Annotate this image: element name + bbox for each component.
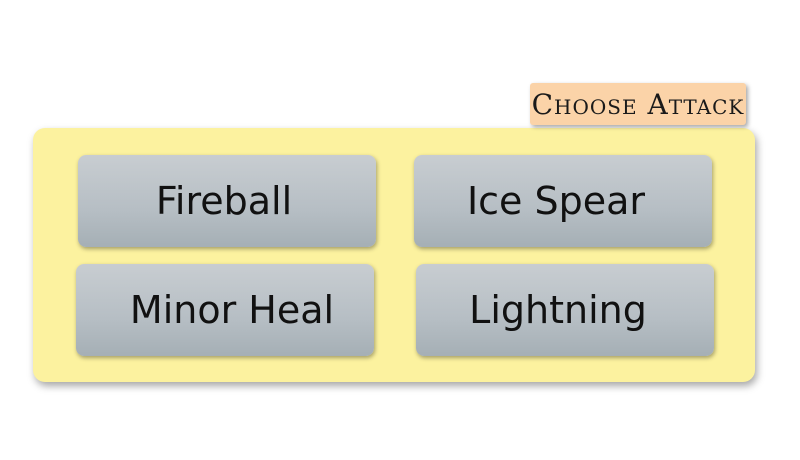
- attack-button-label: Lightning: [469, 288, 647, 332]
- attack-button-label: Ice Spear: [466, 179, 646, 223]
- attack-button-label: Minor Heal: [129, 288, 335, 332]
- attack-button-label: Fireball: [155, 179, 293, 223]
- attack-button-fireball[interactable]: Fireball: [78, 155, 376, 247]
- attack-button-ice-spear[interactable]: Ice Spear: [414, 155, 712, 247]
- attack-button-lightning[interactable]: Lightning: [416, 264, 714, 356]
- attack-button-minor-heal[interactable]: Minor Heal: [76, 264, 374, 356]
- menu-title: Choose Attack: [530, 83, 746, 125]
